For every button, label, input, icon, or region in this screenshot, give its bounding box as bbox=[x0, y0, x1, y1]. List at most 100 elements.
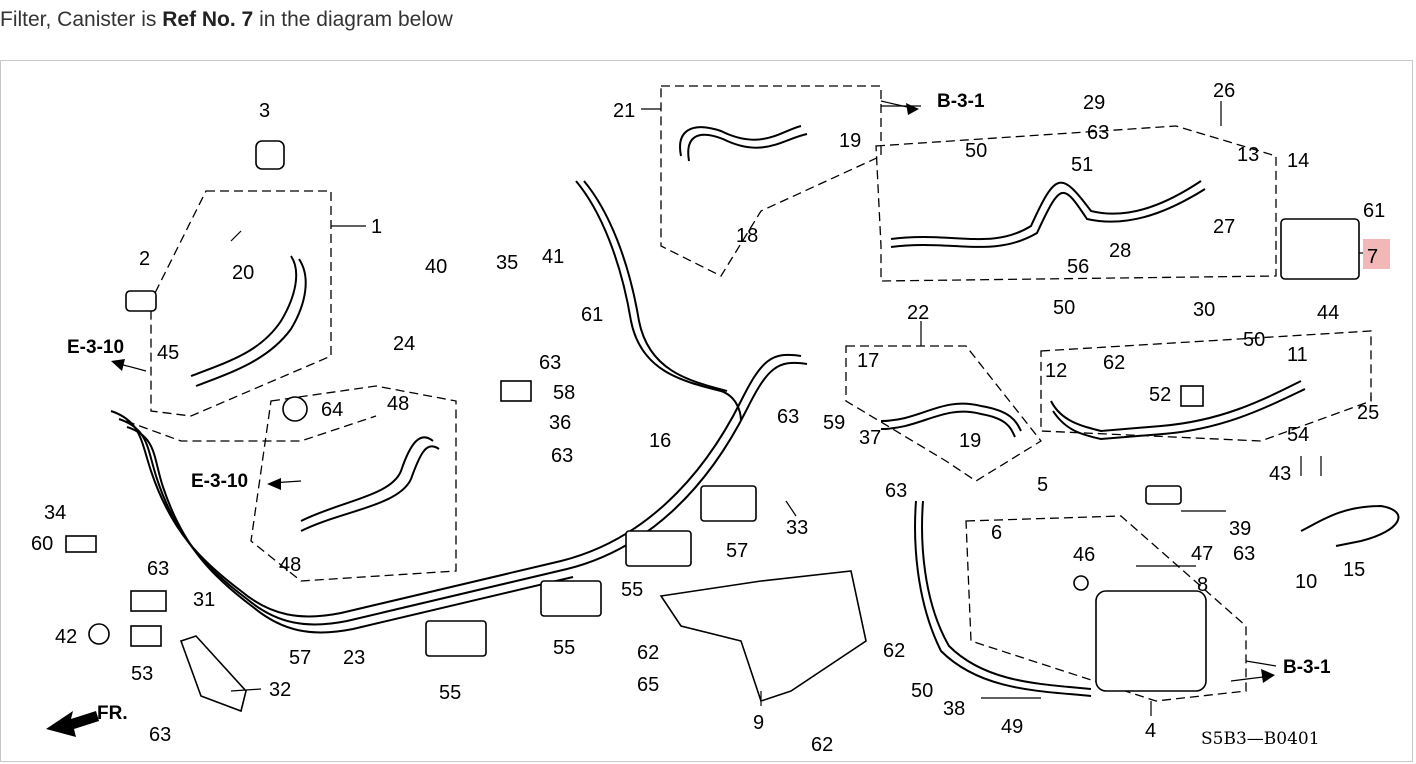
callout-labels: 1 2 3 4 5 6 7 8 9 10 11 12 13 14 15 16 1… bbox=[31, 80, 1385, 756]
label-63-c: 63 bbox=[777, 406, 799, 428]
label-8: 8 bbox=[1197, 574, 1208, 596]
label-26: 26 bbox=[1213, 80, 1235, 102]
highlight-7 bbox=[1363, 239, 1390, 269]
label-16: 16 bbox=[649, 430, 671, 452]
label-57-bottom: 57 bbox=[289, 647, 311, 669]
label-57-mid: 57 bbox=[726, 540, 748, 562]
label-38: 38 bbox=[943, 698, 965, 720]
front-marker-label: FR. bbox=[97, 703, 128, 724]
label-11: 11 bbox=[1287, 344, 1308, 366]
label-62-mid: 62 bbox=[883, 640, 905, 662]
page-caption: Filter, Canister is Ref No. 7 in the dia… bbox=[0, 8, 453, 32]
label-61-right: 61 bbox=[1363, 200, 1385, 222]
label-29: 29 bbox=[1083, 92, 1105, 114]
ref-b-3-1-bottom: B-3-1 bbox=[1283, 657, 1331, 678]
label-48-bottom: 48 bbox=[279, 554, 301, 576]
label-60: 60 bbox=[31, 533, 53, 555]
label-23: 23 bbox=[343, 647, 365, 669]
label-21: 21 bbox=[613, 100, 635, 122]
label-4: 4 bbox=[1145, 720, 1156, 742]
label-22: 22 bbox=[907, 302, 929, 324]
label-12: 12 bbox=[1045, 360, 1067, 382]
label-10: 10 bbox=[1295, 571, 1317, 593]
label-30: 30 bbox=[1193, 299, 1215, 321]
label-53: 53 bbox=[131, 663, 153, 685]
label-3: 3 bbox=[259, 100, 270, 122]
label-55-bottom: 55 bbox=[439, 682, 461, 704]
label-20: 20 bbox=[232, 262, 254, 284]
label-51: 51 bbox=[1071, 154, 1093, 176]
label-54: 54 bbox=[1287, 424, 1309, 446]
label-48-top: 48 bbox=[387, 393, 409, 415]
label-24: 24 bbox=[393, 333, 415, 355]
part-shapes bbox=[65, 140, 1360, 713]
front-arrow: FR. bbox=[46, 703, 128, 737]
caption-suffix: in the diagram below bbox=[253, 8, 453, 31]
label-13: 13 bbox=[1237, 144, 1259, 166]
label-58: 58 bbox=[553, 382, 575, 404]
label-1: 1 bbox=[371, 216, 382, 238]
label-35: 35 bbox=[496, 252, 518, 274]
ref-e-3-10-mid: E-3-10 bbox=[191, 471, 248, 492]
label-37: 37 bbox=[859, 427, 881, 449]
label-55-low: 55 bbox=[553, 637, 575, 659]
label-5: 5 bbox=[1037, 474, 1048, 496]
label-59: 59 bbox=[823, 412, 845, 434]
label-18: 18 bbox=[736, 225, 758, 247]
label-44: 44 bbox=[1317, 302, 1339, 324]
label-45: 45 bbox=[157, 342, 179, 364]
label-63-g: 63 bbox=[1233, 543, 1255, 565]
label-50-mid: 50 bbox=[1053, 297, 1075, 319]
ref-e-3-10-left: E-3-10 bbox=[67, 337, 124, 358]
label-33: 33 bbox=[786, 517, 808, 539]
label-17: 17 bbox=[857, 350, 879, 372]
label-15: 15 bbox=[1343, 559, 1365, 581]
label-36: 36 bbox=[549, 412, 571, 434]
label-25: 25 bbox=[1357, 402, 1379, 424]
label-41: 41 bbox=[542, 246, 564, 268]
label-63-a: 63 bbox=[539, 352, 561, 374]
label-62-left: 62 bbox=[637, 642, 659, 664]
diagram-code: S5B3—B0401 bbox=[1201, 729, 1320, 749]
label-52: 52 bbox=[1149, 384, 1171, 406]
pipe-lines bbox=[110, 125, 1400, 697]
parts-diagram: FR. B-3-1 E-3-10 E-3-10 B-3-1 S5B3—B0401… bbox=[0, 60, 1413, 762]
label-19-mid: 19 bbox=[959, 430, 981, 452]
label-49: 49 bbox=[1001, 716, 1023, 738]
label-50-top: 50 bbox=[965, 140, 987, 162]
label-65: 65 bbox=[637, 674, 659, 696]
label-42: 42 bbox=[55, 626, 77, 648]
label-50-right: 50 bbox=[1243, 329, 1265, 351]
label-39: 39 bbox=[1229, 518, 1251, 540]
group-outlines bbox=[125, 85, 1372, 702]
arrows bbox=[111, 100, 1275, 683]
label-63-d: 63 bbox=[885, 480, 907, 502]
label-40: 40 bbox=[425, 256, 447, 278]
label-34: 34 bbox=[44, 502, 66, 524]
label-19-top: 19 bbox=[839, 130, 861, 152]
label-43: 43 bbox=[1269, 463, 1291, 485]
leader-lines bbox=[230, 101, 1372, 716]
label-46: 46 bbox=[1073, 544, 1095, 566]
label-47: 47 bbox=[1191, 543, 1213, 565]
label-64: 64 bbox=[321, 399, 343, 421]
label-9: 9 bbox=[753, 712, 764, 734]
label-50-bottom: 50 bbox=[911, 680, 933, 702]
label-14: 14 bbox=[1287, 150, 1309, 172]
label-32: 32 bbox=[269, 679, 291, 701]
label-63-b: 63 bbox=[551, 445, 573, 467]
label-61-mid: 61 bbox=[581, 304, 603, 326]
label-7-highlighted: 7 bbox=[1367, 246, 1378, 268]
label-55-mid: 55 bbox=[621, 579, 643, 601]
label-56: 56 bbox=[1067, 256, 1089, 278]
label-63-top: 63 bbox=[1087, 122, 1109, 144]
label-27: 27 bbox=[1213, 216, 1235, 238]
caption-ref-number: Ref No. 7 bbox=[162, 8, 254, 31]
ref-b-3-1-top: B-3-1 bbox=[937, 91, 985, 112]
label-31: 31 bbox=[193, 589, 215, 611]
label-62-right: 62 bbox=[1103, 352, 1125, 374]
label-63-e: 63 bbox=[147, 558, 169, 580]
label-62-bottom: 62 bbox=[811, 734, 833, 756]
diagram-canvas: FR. B-3-1 E-3-10 E-3-10 B-3-1 S5B3—B0401… bbox=[31, 80, 1400, 756]
label-6: 6 bbox=[991, 522, 1002, 544]
